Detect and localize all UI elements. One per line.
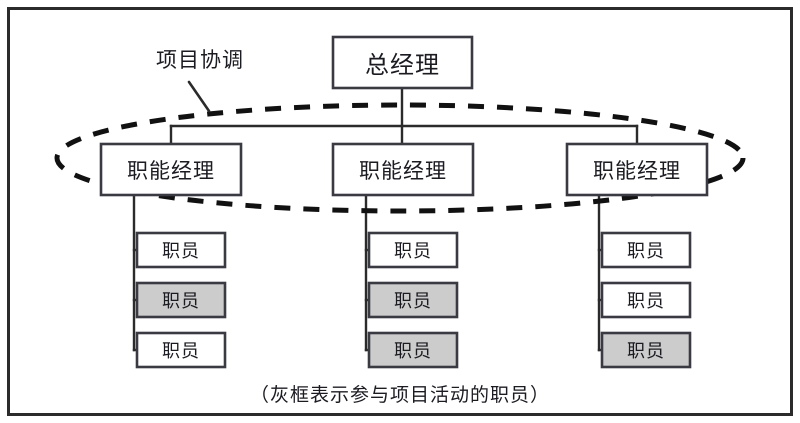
box-manager-2[interactable]	[331, 142, 475, 197]
box-staff-1-2[interactable]	[135, 281, 227, 319]
box-manager-3[interactable]	[565, 142, 709, 197]
box-staff-2-2[interactable]	[367, 281, 459, 319]
box-staff-3-1[interactable]	[600, 231, 692, 269]
box-executive[interactable]	[331, 35, 474, 90]
annotation-leader-line	[187, 80, 211, 113]
box-staff-1-1[interactable]	[135, 231, 227, 269]
box-manager-1[interactable]	[99, 142, 243, 197]
project-coordination-ellipse	[54, 102, 746, 214]
box-staff-3-2[interactable]	[600, 281, 692, 319]
box-staff-2-1[interactable]	[367, 231, 459, 269]
box-staff-1-3[interactable]	[135, 331, 227, 369]
connector-lines	[132, 86, 639, 352]
box-staff-2-3[interactable]	[367, 331, 459, 369]
box-staff-3-3[interactable]	[600, 331, 692, 369]
